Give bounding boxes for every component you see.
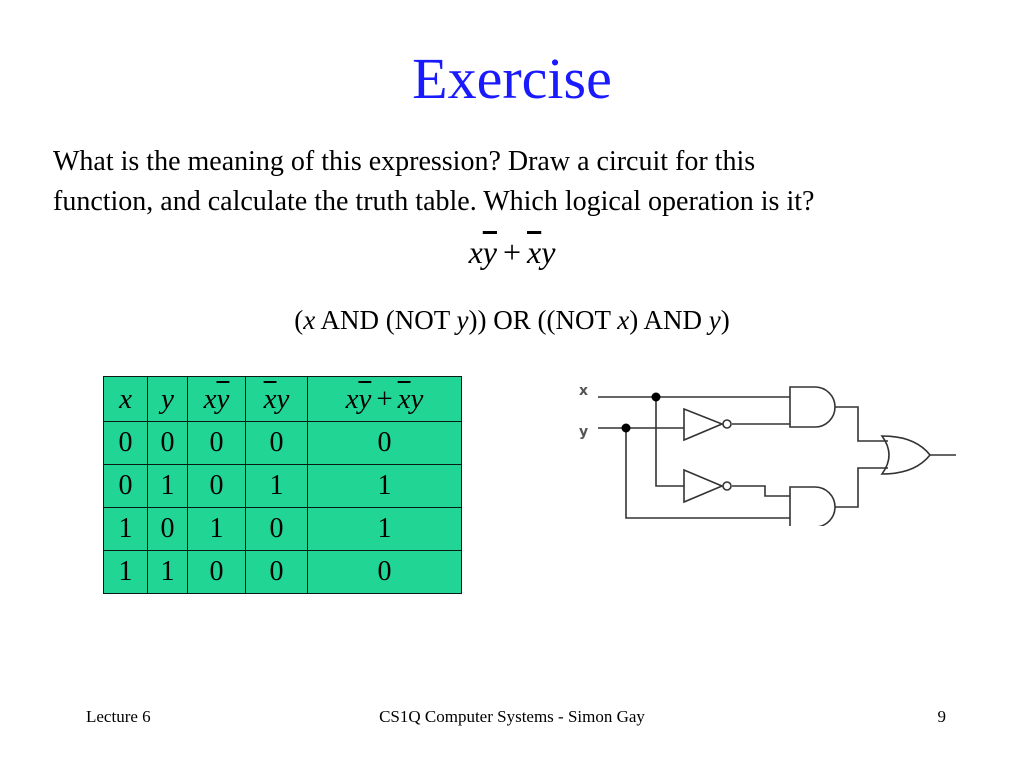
footer-page-number: 9 (937, 707, 947, 726)
header-x: x (103, 376, 148, 422)
truth-table: x y xy xy xy+xy 0 0 0 0 0 0 1 0 1 1 1 0 … (103, 376, 462, 594)
table-cell: 0 (187, 550, 246, 594)
not-gate-y (683, 407, 725, 442)
words-var: x (303, 305, 316, 335)
junction-dot-x (651, 392, 661, 402)
words-var: y (708, 305, 721, 335)
wire-not-x-out (732, 485, 790, 497)
wire-x-branch (655, 397, 684, 487)
table-row: 1 1 0 0 0 (103, 550, 462, 594)
question-line-1: What is the meaning of this expression? … (53, 146, 756, 177)
table-cell: 0 (307, 550, 462, 594)
and-gate-top (789, 386, 836, 428)
question-line-2: function, and calculate the truth table.… (53, 186, 815, 217)
words-part: ) (720, 305, 730, 335)
table-cell: 0 (103, 464, 148, 508)
header-y: y (147, 376, 188, 422)
table-cell: 1 (307, 507, 462, 551)
words-part: )) OR ((NOT (468, 305, 618, 335)
table-cell: 1 (147, 464, 188, 508)
and-gate-bottom (789, 486, 836, 526)
input-label-y: y (579, 424, 588, 440)
truth-table-header-row: x y xy xy xy+xy (103, 376, 462, 422)
question-text: What is the meaning of this expression? … (53, 142, 993, 222)
header-not-x-and-y: xy (245, 376, 308, 422)
expr-plus: + (502, 234, 522, 270)
wire-y-branch (625, 428, 790, 519)
table-cell: 0 (245, 421, 308, 465)
header-x-and-not-y: xy (187, 376, 246, 422)
header-part: x (203, 382, 217, 415)
table-row: 0 0 0 0 0 (103, 421, 462, 465)
words-var: x (617, 305, 630, 335)
header-part: + (376, 382, 393, 415)
table-cell: 1 (147, 550, 188, 594)
table-cell: 0 (187, 421, 246, 465)
header-part: x (263, 382, 277, 415)
not-gate-x (683, 468, 725, 504)
words-var: y (456, 305, 469, 335)
input-label-x: x (579, 383, 588, 399)
table-cell: 1 (307, 464, 462, 508)
expr-term2-xbar: x (527, 234, 542, 270)
table-row: 0 1 0 1 1 (103, 464, 462, 508)
expr-term1-ybar: y (482, 234, 497, 270)
header-part: y (216, 382, 230, 415)
table-cell: 1 (187, 507, 246, 551)
header-part: y (410, 382, 424, 415)
not-bubble-x (722, 481, 732, 491)
boolean-expression: xy+xy (0, 230, 1024, 274)
expr-term2-y: y (541, 234, 556, 270)
table-row: 1 0 1 0 1 (103, 507, 462, 551)
table-cell: 0 (147, 421, 188, 465)
header-part: y (276, 382, 290, 415)
table-cell: 1 (245, 464, 308, 508)
expr-term1-x: x (468, 234, 483, 270)
wire-and-bottom-out (835, 467, 888, 508)
not-bubble-y (722, 419, 732, 429)
or-gate (880, 435, 932, 475)
table-cell: 1 (103, 550, 148, 594)
words-part: AND (NOT (315, 305, 457, 335)
table-cell: 0 (245, 507, 308, 551)
table-cell: 0 (147, 507, 188, 551)
slide-title: Exercise (412, 46, 612, 111)
junction-dot-y (621, 423, 631, 433)
header-result: xy+xy (307, 376, 462, 422)
footer-lecture: Lecture 6 (86, 707, 151, 726)
words-part: ( (294, 305, 304, 335)
table-cell: 0 (187, 464, 246, 508)
footer-course: CS1Q Computer Systems - Simon Gay (379, 707, 645, 726)
words-part: ) AND (629, 305, 709, 335)
table-cell: 0 (307, 421, 462, 465)
header-part: x (345, 382, 359, 415)
wire-and-top-out (835, 406, 888, 442)
header-part: x (397, 382, 411, 415)
logic-circuit-diagram: x y (579, 383, 956, 526)
table-cell: 0 (103, 421, 148, 465)
table-cell: 0 (245, 550, 308, 594)
table-cell: 1 (103, 507, 148, 551)
expression-in-words: (x AND (NOT y)) OR ((NOT x) AND y) (0, 300, 1024, 340)
header-part: y (358, 382, 372, 415)
